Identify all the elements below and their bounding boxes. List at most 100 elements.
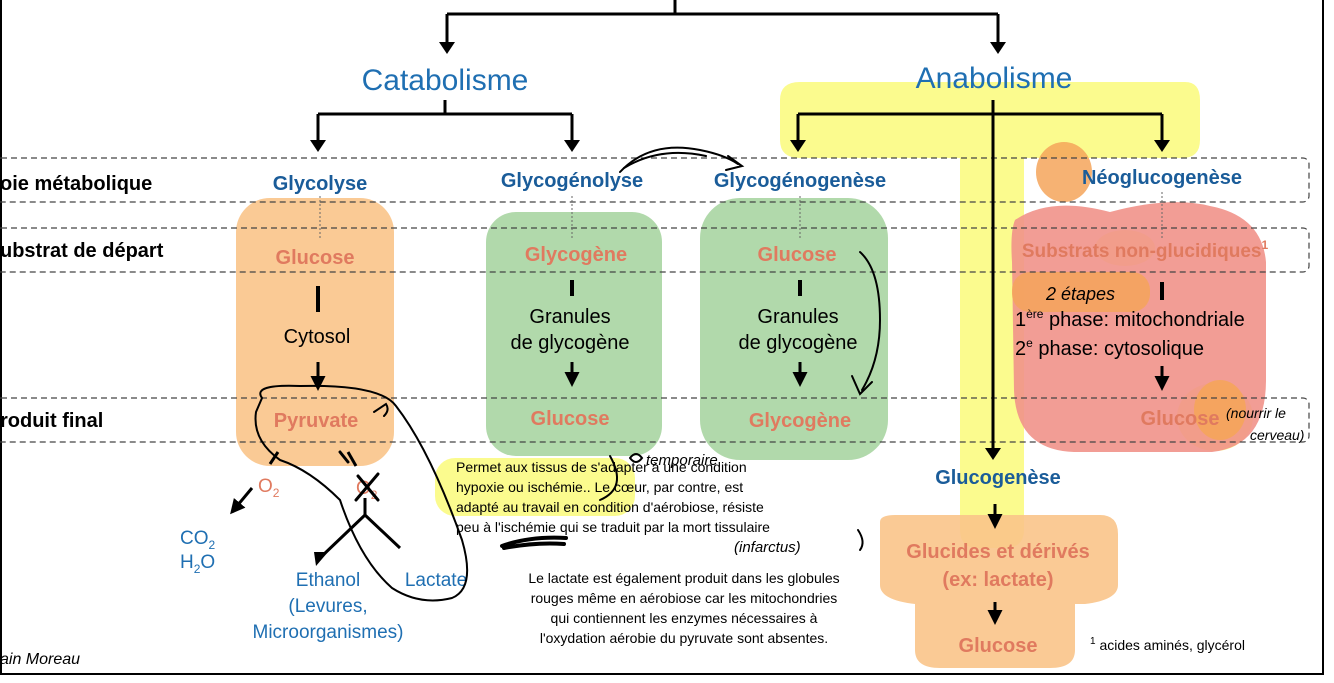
orange-highlight-two-steps <box>1012 272 1150 312</box>
pathway-glycogenolysis: Glycogénolyse <box>501 170 643 192</box>
tree-arrowheads <box>310 42 1170 460</box>
pyruvate-branch-lines <box>230 451 402 558</box>
h2o-label-end: O <box>200 552 215 573</box>
ink-temporary: temporaire <box>646 452 718 469</box>
row-box-substrate <box>0 227 1310 273</box>
lactate-note-l3: qui contiennent les enzymes nécessaires … <box>551 610 818 626</box>
pyruvate-branch-arrowheads <box>314 552 328 566</box>
h2o-label: H2O <box>180 552 215 576</box>
product-glycogenesis: Glycogène <box>749 410 851 432</box>
orange-highlight-neo-title <box>1036 142 1092 202</box>
title-substrate-connectors <box>319 192 1163 240</box>
arrowhead-glycolysis <box>310 140 326 152</box>
orange-highlight-neo-glucose <box>1194 380 1246 440</box>
ethanol-label-l2: (Levures, <box>288 596 367 617</box>
anabolism-connector <box>796 100 1164 452</box>
arrowhead-ethanol <box>314 552 328 566</box>
neo-phase-1-num: 1 <box>1015 309 1026 331</box>
glucogenesis-derivs-l1: Glucides et dérivés <box>906 541 1089 563</box>
product-glycogenolysis: Glucose <box>531 408 610 430</box>
hypoxia-note-l2: hypoxie ou ischémie.. Le cœur, par contr… <box>456 479 743 495</box>
arrowhead-glycogenolysis <box>564 140 580 152</box>
arrowhead-glycogenesis <box>790 140 806 152</box>
neo-phase-1: 1ère phase: mitochondriale <box>1015 307 1245 331</box>
hypoxia-note-l3: adapté au travail en condition d'aérobio… <box>456 499 764 515</box>
lactate-note: Le lactate est également produit dans le… <box>528 570 839 646</box>
middle-glycogenesis-l1: Granules <box>757 306 838 328</box>
tree-connectors <box>316 0 1164 452</box>
ink-glycogenesis-arrow <box>859 251 882 391</box>
row-boxes <box>0 157 1310 443</box>
orange-highlight-glycolysis <box>236 198 394 466</box>
o2-label-text: O <box>258 476 273 497</box>
top-connector <box>445 0 1000 48</box>
hypoxia-note-l1: Permet aux tissus de s'adapter à une con… <box>456 459 747 475</box>
line-to-o2 <box>268 451 280 465</box>
ink-curved-arrow-2 <box>623 151 707 169</box>
orange-highlight-glucogenesis <box>880 515 1118 668</box>
ethanol-label-l3: Microorganismes) <box>253 622 404 643</box>
ink-note-hook <box>599 455 619 501</box>
yellow-highlight-hypoxia <box>435 458 635 516</box>
row-label-product: roduit final <box>0 410 103 432</box>
ink-temporary-mark <box>629 453 644 463</box>
glucogenesis-derivs-l2: (ex: lactate) <box>942 569 1053 591</box>
ethanol-label-l1: Ethanol <box>296 570 360 591</box>
row-box-pathway <box>0 157 1310 203</box>
row-box-product <box>0 397 1310 443</box>
ink-glycogenesis-arrow-head <box>851 375 873 396</box>
ink-loop-pyruvate-lactate <box>254 384 469 602</box>
middle-glycogenolysis-l1: Granules <box>529 306 610 328</box>
co2-label-text: CO <box>180 528 209 549</box>
h2o-label-text: H <box>180 552 194 573</box>
ink-feed-brain-l2: cerveau) <box>1250 427 1304 443</box>
hypoxia-note: Permet aux tissus de s'adapter à une con… <box>456 459 770 535</box>
line-to-no-o2 <box>346 451 358 467</box>
arrowhead-catabolism <box>439 42 455 54</box>
glucogenesis-title: Glucogenèse <box>935 467 1061 489</box>
neo-phase-1-text: phase: mitochondriale <box>1043 309 1244 331</box>
ink-annotations <box>254 146 882 602</box>
highlights <box>236 82 1266 668</box>
neo-phase-2: 2e phase: cytosolique <box>1015 336 1204 360</box>
catabolism-title: Catabolisme <box>362 64 529 97</box>
arrowhead-glucogenesis <box>985 448 1001 460</box>
co2-label: CO2 <box>180 528 216 552</box>
arrowhead-gluconeogenesis <box>1154 140 1170 152</box>
hypoxia-note-l4: peu à l'ischémie qui se traduit par la m… <box>456 519 770 535</box>
ink-curved-arrow <box>619 146 739 173</box>
row-label-pathway: oie métabolique <box>0 173 152 195</box>
o2-label-sub: 2 <box>273 486 280 500</box>
o2-label: O2 <box>258 476 280 500</box>
substrate-bars <box>316 280 1164 312</box>
co2-label-sub: 2 <box>209 538 216 552</box>
yellow-highlight-anabolism <box>780 82 1200 548</box>
lactate-note-l1: Le lactate est également produit dans le… <box>528 570 839 586</box>
substrate-glycogenesis: Glucose <box>758 244 837 266</box>
green-highlight-glycogenesis <box>700 198 888 460</box>
ink-dash-pyruvate <box>338 450 350 464</box>
catabolism-connector <box>316 100 574 146</box>
ink-cross-no-o2 <box>354 472 380 502</box>
ink-infarcts-bracket <box>857 529 864 551</box>
middle-glycolysis: Cytosol <box>284 326 351 348</box>
author: ain Moreau <box>0 651 80 668</box>
substrate-glycogenolysis: Glycogène <box>525 244 627 266</box>
neo-phase-1-sup: ère <box>1026 307 1044 321</box>
neo-phase-2-text: phase: cytosolique <box>1033 338 1204 360</box>
footnote: 1 acides aminés, glycérol <box>1090 636 1245 653</box>
pathway-glycolysis: Glycolyse <box>273 173 368 195</box>
ink-hook-pyruvate <box>373 402 389 417</box>
line-o2-to-co2 <box>230 487 254 515</box>
pathway-glycogenesis: Glycogénogenèse <box>714 170 886 192</box>
lactate-note-l4: l'oxydation aérobie du pyruvate sont abs… <box>540 630 828 646</box>
ink-infarcts: (infarctus) <box>734 539 801 556</box>
product-gluconeogenesis: Glucose <box>1141 408 1220 430</box>
ink-feed-brain-l1: (nourrir le <box>1226 405 1286 421</box>
ink-text: 2 étapes temporaire (infarctus) (nourrir… <box>646 284 1304 556</box>
product-glycolysis: Pyruvate <box>274 410 359 432</box>
middle-glycogenesis-l2: de glycogène <box>739 332 858 354</box>
